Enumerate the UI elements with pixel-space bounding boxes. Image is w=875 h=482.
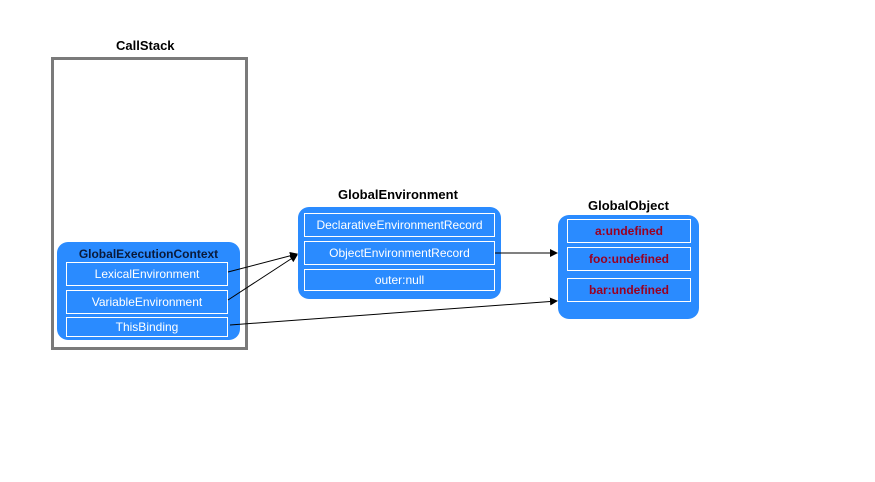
foo-undefined-field: foo:undefined [567, 247, 691, 271]
callstack-title: CallStack [116, 38, 175, 53]
global-execution-context-title: GlobalExecutionContext [78, 247, 219, 261]
bar-undefined-field: bar:undefined [567, 278, 691, 302]
arrow-variable-to-global-environment [227, 254, 298, 301]
arrow-this-binding-to-global-object [229, 297, 558, 326]
declarative-environment-record-field: DeclarativeEnvironmentRecord [304, 213, 495, 237]
global-execution-context-panel: GlobalExecutionContext LexicalEnvironmen… [57, 242, 240, 340]
arrow-lexical-to-global-environment [227, 251, 298, 273]
global-object-title: GlobalObject [588, 198, 669, 213]
a-undefined-field: a:undefined [567, 219, 691, 243]
object-environment-record-field: ObjectEnvironmentRecord [304, 241, 495, 265]
global-environment-title: GlobalEnvironment [338, 187, 458, 202]
lexical-environment-field: LexicalEnvironment [66, 262, 228, 286]
global-environment-panel: DeclarativeEnvironmentRecord ObjectEnvir… [298, 207, 501, 299]
variable-environment-field: VariableEnvironment [66, 290, 228, 314]
global-object-panel: a:undefined foo:undefined bar:undefined [558, 215, 699, 319]
this-binding-field: ThisBinding [66, 317, 228, 337]
outer-null-field: outer:null [304, 269, 495, 291]
